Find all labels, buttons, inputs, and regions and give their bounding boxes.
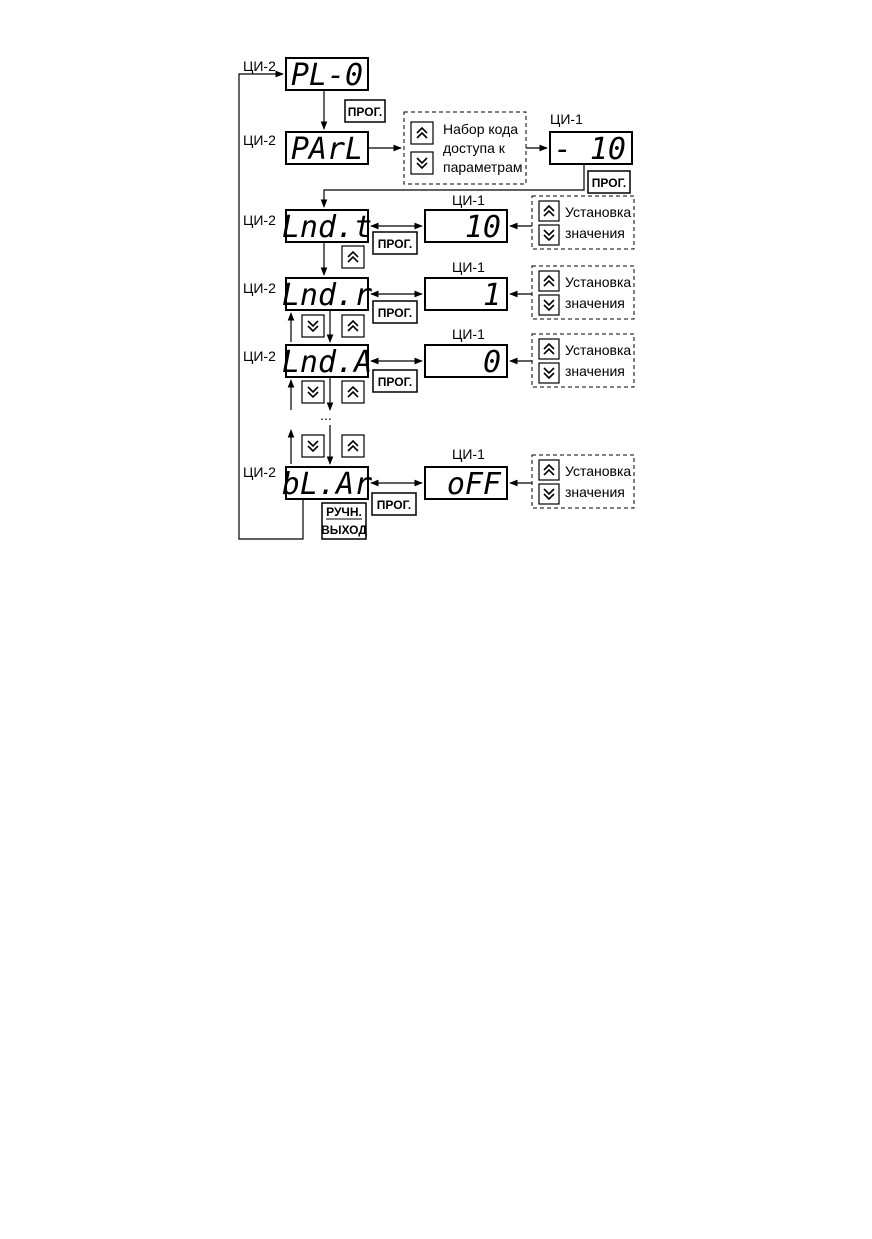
set-value-box-4: Установка значения: [531, 454, 635, 509]
set-value-line-1: Установка: [565, 342, 631, 358]
down-arrow-icon[interactable]: [538, 362, 560, 384]
ci2-display-blar-text: bL.Ar: [282, 467, 372, 502]
ci2-label-6: ЦИ-2: [243, 464, 276, 480]
ci2-label-5: ЦИ-2: [243, 348, 276, 364]
ci2-display-lndr: Lnd.r: [282, 277, 372, 313]
up-arrow-icon[interactable]: [538, 459, 560, 481]
ci1-display-1: 1: [424, 277, 508, 313]
access-code-box: Набор кода доступа к параметрам: [403, 111, 527, 185]
connectors: [238, 70, 585, 540]
down-arrow-icon[interactable]: [538, 294, 560, 316]
ci2-display-lndt: Lnd.t: [282, 209, 372, 245]
ci1-display-10-text: 10: [465, 210, 501, 245]
set-value-line-2: значения: [565, 225, 625, 241]
set-value-box-3: Установка значения: [531, 333, 635, 388]
access-code-line-2: доступа к: [443, 140, 506, 156]
ci2-label-2: ЦИ-2: [243, 132, 276, 148]
prog-button-5-label: ПРОГ.: [378, 375, 412, 389]
ci2-display-lndr-text: Lnd.r: [282, 278, 372, 313]
prog-button-3-label: ПРОГ.: [378, 237, 412, 251]
ci1-display-minus10-text: - 10: [554, 132, 626, 167]
ci2-display-lnda: Lnd.A: [282, 344, 372, 380]
ci1-display-10: 10: [424, 209, 508, 245]
access-code-line-3: параметрам: [443, 159, 523, 175]
ci1-display-off-text: oFF: [447, 467, 502, 502]
ci1-label-5: ЦИ-1: [452, 446, 485, 462]
access-code-line-1: Набор кода: [443, 121, 518, 137]
manual-button-label: РУЧН.: [326, 505, 362, 519]
up-arrow-icon[interactable]: [538, 200, 560, 222]
set-value-line-1: Установка: [565, 463, 631, 479]
prog-button-3[interactable]: ПРОГ.: [372, 231, 418, 255]
ci2-display-pl0: PL-0: [285, 57, 369, 93]
down-arrow-icon[interactable]: [538, 224, 560, 246]
ci1-label-3: ЦИ-1: [452, 259, 485, 275]
set-value-line-2: значения: [565, 484, 625, 500]
ci2-display-blar: bL.Ar: [282, 466, 372, 502]
ellipsis: ...: [320, 407, 332, 423]
ci1-display-minus10: - 10: [549, 131, 633, 167]
set-value-line-2: значения: [565, 363, 625, 379]
ci2-display-parl: PArL: [285, 131, 369, 167]
up-arrow-icon[interactable]: [341, 314, 365, 338]
down-arrow-icon[interactable]: [301, 434, 325, 458]
down-arrow-icon[interactable]: [410, 151, 434, 175]
prog-button-1[interactable]: ПРОГ.: [344, 99, 386, 123]
ci1-label-2: ЦИ-1: [452, 192, 485, 208]
ci2-display-pl0-text: PL-0: [291, 58, 363, 93]
down-arrow-icon[interactable]: [538, 483, 560, 505]
prog-button-4[interactable]: ПРОГ.: [372, 300, 418, 324]
set-value-line-1: Установка: [565, 204, 631, 220]
ci2-display-parl-text: PArL: [291, 132, 363, 167]
ci2-label-1: ЦИ-2: [243, 58, 276, 74]
prog-button-6-label: ПРОГ.: [377, 498, 411, 512]
set-value-box-1: Установка значения: [531, 195, 635, 250]
exit-button-label: ВЫХОД: [321, 523, 367, 537]
ci2-label-4: ЦИ-2: [243, 280, 276, 296]
ci1-display-off: oFF: [424, 466, 508, 502]
set-value-line-1: Установка: [565, 274, 631, 290]
up-arrow-icon[interactable]: [341, 434, 365, 458]
ci1-display-1-text: 1: [483, 278, 501, 313]
set-value-box-2: Установка значения: [531, 265, 635, 320]
down-arrow-icon[interactable]: [301, 314, 325, 338]
ci2-label-3: ЦИ-2: [243, 212, 276, 228]
down-arrow-icon[interactable]: [301, 380, 325, 404]
up-arrow-icon[interactable]: [538, 338, 560, 360]
prog-button-1-label: ПРОГ.: [348, 105, 382, 119]
up-arrow-icon[interactable]: [341, 380, 365, 404]
prog-button-6[interactable]: ПРОГ.: [371, 492, 417, 516]
ci1-display-0-text: 0: [483, 345, 501, 380]
up-arrow-icon[interactable]: [341, 245, 365, 269]
up-arrow-icon[interactable]: [410, 121, 434, 145]
ci1-label-4: ЦИ-1: [452, 326, 485, 342]
prog-button-2-label: ПРОГ.: [592, 176, 626, 190]
ci2-display-lndt-text: Lnd.t: [282, 210, 372, 245]
manual-exit-button[interactable]: РУЧН. ВЫХОД: [321, 502, 367, 540]
prog-button-4-label: ПРОГ.: [378, 306, 412, 320]
ci2-display-lnda-text: Lnd.A: [282, 345, 372, 380]
ci1-label-1: ЦИ-1: [550, 111, 583, 127]
ci1-display-0: 0: [424, 344, 508, 380]
up-arrow-icon[interactable]: [538, 270, 560, 292]
prog-button-2[interactable]: ПРОГ.: [587, 170, 631, 194]
prog-button-5[interactable]: ПРОГ.: [372, 369, 418, 393]
set-value-line-2: значения: [565, 295, 625, 311]
